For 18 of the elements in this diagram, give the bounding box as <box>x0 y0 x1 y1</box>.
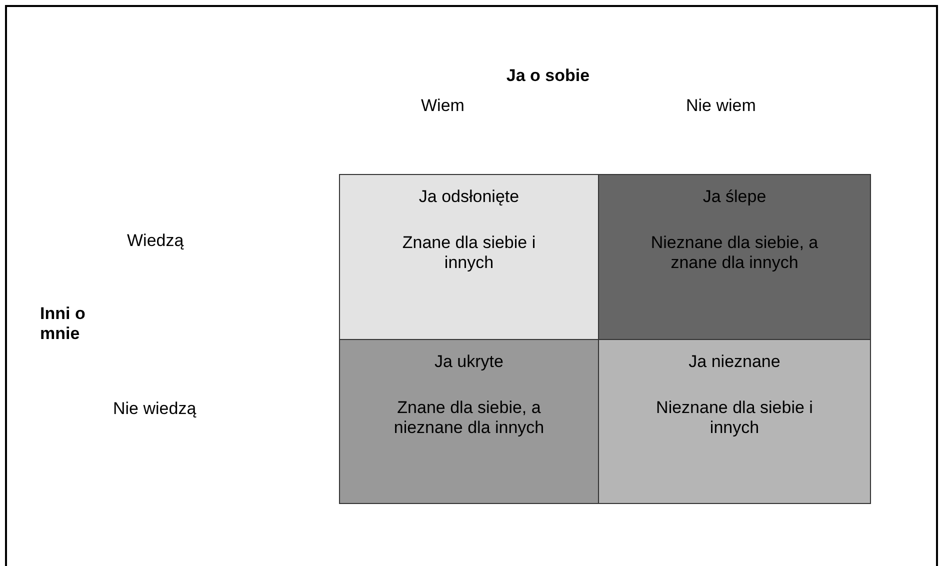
quadrant-box <box>339 339 599 504</box>
quadrant-description: Nieznane dla siebie, a znane dla innych <box>650 233 820 273</box>
column-header: Wiem <box>421 96 464 116</box>
column-header: Nie wiem <box>686 96 756 116</box>
axis-title: Ja o sobie <box>505 66 591 86</box>
row-header: Nie wiedzą <box>113 399 196 419</box>
quadrant-description: Nieznane dla siebie i innych <box>655 398 814 438</box>
quadrant-box <box>598 339 871 504</box>
quadrant-title: Ja nieznane <box>688 352 782 372</box>
quadrant-title: Ja odsłonięte <box>418 187 520 207</box>
row-header: Wiedzą <box>127 231 184 251</box>
quadrant-box <box>598 174 871 340</box>
quadrant-box <box>339 174 599 340</box>
quadrant-title: Ja ślepe <box>702 187 768 207</box>
axis-title: Inni o mnie <box>40 304 86 344</box>
quadrant-description: Znane dla siebie, a nieznane dla innych <box>392 398 546 438</box>
quadrant-description: Znane dla siebie i innych <box>401 233 537 273</box>
quadrant-title: Ja ukryte <box>434 352 504 372</box>
